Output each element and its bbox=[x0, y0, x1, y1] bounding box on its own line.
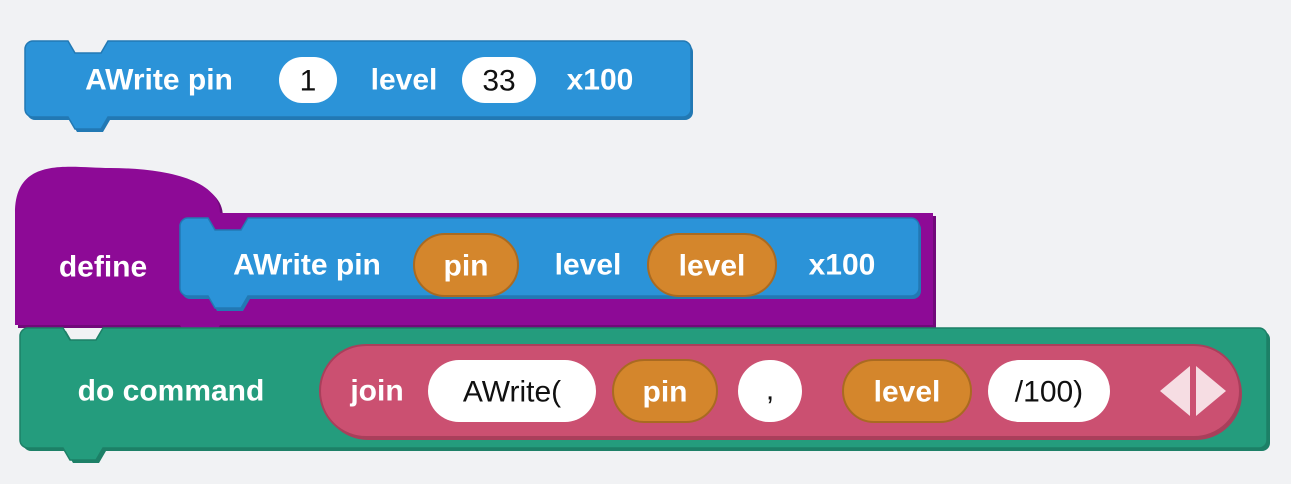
call-field-level-value: 33 bbox=[482, 65, 515, 98]
join-mutator-arrows[interactable] bbox=[1160, 366, 1226, 416]
call-label-level: level bbox=[371, 64, 438, 97]
prototype-label-awrite-pin: AWrite pin bbox=[233, 249, 381, 282]
call-field-pin-bg[interactable] bbox=[279, 57, 337, 103]
define-hat-block[interactable]: define AWrite pin pin level level x100 bbox=[15, 166, 936, 340]
call-label-x100: x100 bbox=[567, 64, 634, 97]
call-label-awrite-pin: AWrite pin bbox=[85, 64, 233, 97]
join-field-comma[interactable]: , bbox=[738, 360, 802, 422]
prototype-label-level: level bbox=[555, 249, 622, 282]
join-arg-pin-bg[interactable] bbox=[612, 359, 718, 423]
triangle-right-icon[interactable] bbox=[1196, 366, 1226, 416]
awrite-call-block[interactable]: AWrite pin 1 level 33 x100 bbox=[24, 40, 693, 132]
join-arg-pin-label: pin bbox=[643, 376, 688, 409]
call-field-level-bg[interactable] bbox=[462, 57, 536, 103]
join-field-comma-value: , bbox=[766, 374, 774, 407]
join-arg-pin[interactable]: pin bbox=[612, 359, 718, 423]
prototype-arg-pin-label: pin bbox=[444, 250, 489, 283]
define-label: define bbox=[59, 251, 147, 284]
join-field-div100-value: /100) bbox=[1015, 376, 1083, 409]
prototype-arg-level-label: level bbox=[679, 250, 746, 283]
join-field-awrite-bg[interactable] bbox=[428, 360, 596, 422]
awrite-prototype-block[interactable]: AWrite pin pin level level x100 bbox=[179, 217, 921, 311]
triangle-left-icon[interactable] bbox=[1160, 366, 1190, 416]
join-field-comma-bg[interactable] bbox=[738, 360, 802, 422]
call-field-level[interactable]: 33 bbox=[462, 57, 536, 103]
prototype-arg-pin[interactable]: pin bbox=[413, 233, 519, 297]
join-reporter-block[interactable]: join AWrite( pin , level bbox=[319, 344, 1242, 440]
join-label: join bbox=[349, 375, 403, 408]
call-field-pin[interactable]: 1 bbox=[279, 57, 337, 103]
prototype-label-x100: x100 bbox=[809, 249, 876, 282]
prototype-arg-level-bg[interactable] bbox=[647, 233, 777, 297]
join-field-div100-bg[interactable] bbox=[988, 360, 1110, 422]
join-field-awrite-value: AWrite( bbox=[463, 376, 561, 409]
do-command-block[interactable]: do command join AWrite( pin , bbox=[19, 327, 1270, 463]
join-arg-level-bg[interactable] bbox=[842, 359, 972, 423]
do-command-label: do command bbox=[78, 375, 265, 408]
join-arg-level-label: level bbox=[874, 376, 941, 409]
join-arg-level[interactable]: level bbox=[842, 359, 972, 423]
call-field-pin-value: 1 bbox=[300, 65, 317, 98]
join-field-div100[interactable]: /100) bbox=[988, 360, 1110, 422]
join-field-awrite[interactable]: AWrite( bbox=[428, 360, 596, 422]
prototype-arg-level[interactable]: level bbox=[647, 233, 777, 297]
prototype-arg-pin-bg[interactable] bbox=[413, 233, 519, 297]
